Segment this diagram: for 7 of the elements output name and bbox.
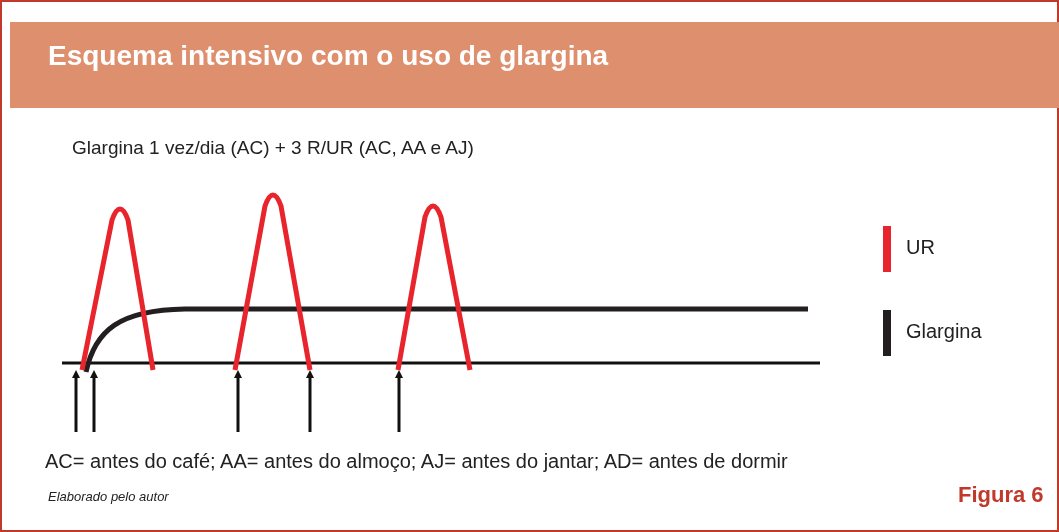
figure-number: Figura 6 xyxy=(958,482,1044,508)
legend-label: Glargina xyxy=(906,320,982,343)
source-note: Elaborado pelo autor xyxy=(48,489,169,504)
title: Esquema intensivo com o uso de glargina xyxy=(48,40,609,72)
footnote: AC= antes do café; AA= antes do almoço; AJ= antes do jantar; AD= antes de dormir xyxy=(45,450,788,473)
legend-label: UR xyxy=(906,236,935,259)
subtitle: Glargina 1 vez/dia (AC) + 3 R/UR (AC, AA e AJ) xyxy=(72,137,474,159)
